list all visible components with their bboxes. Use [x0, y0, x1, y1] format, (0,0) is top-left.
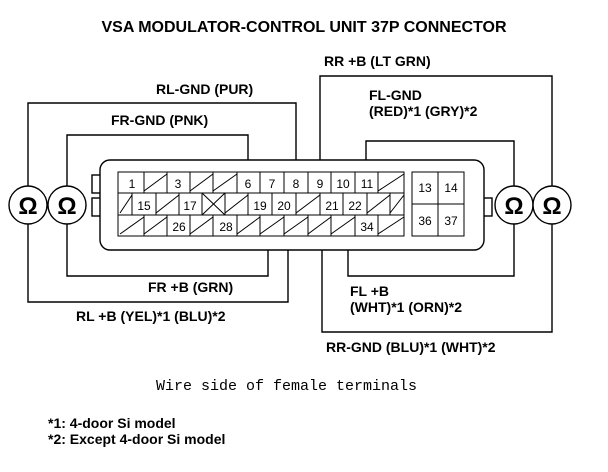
footnote-1: *1: 4-door Si model	[48, 415, 176, 431]
empty-slot-mark	[212, 173, 238, 192]
label-rl-b: RL +B (YEL)*1 (BLU)*2	[76, 308, 226, 324]
ohm-symbol: Ω	[18, 193, 37, 220]
pin-15: 15	[137, 199, 151, 213]
pin-9: 9	[317, 177, 324, 191]
label-fl-gnd-colors: (RED)*1 (GRY)*2	[369, 103, 478, 119]
empty-slot-mark	[377, 173, 405, 192]
empty-slot-mark	[366, 194, 391, 214]
wire-side-caption: Wire side of female terminals	[156, 378, 417, 395]
blocked-slot-mark	[201, 192, 226, 216]
empty-slot-mark	[119, 194, 133, 214]
pin-14: 14	[444, 181, 458, 195]
label-rr-gnd: RR-GND (BLU)*1 (WHT)*2	[326, 339, 496, 355]
ohm-meter-left-inner: Ω	[47, 185, 87, 225]
empty-slot-mark	[143, 173, 168, 192]
label-fl-b: FL +B	[350, 283, 389, 299]
connector-pin-cells	[119, 172, 405, 236]
pin-7: 7	[269, 177, 276, 191]
ohm-meter-left-outer: Ω	[8, 185, 48, 225]
pin-13: 13	[418, 181, 432, 195]
empty-slot-mark	[143, 216, 168, 235]
label-fl-b-colors: (WHT)*1 (ORN)*2	[350, 299, 462, 315]
empty-slot-mark	[189, 173, 214, 192]
pin-17: 17	[183, 199, 197, 213]
label-fr-b: FR +B (GRN)	[148, 279, 233, 295]
pin-20: 20	[277, 199, 291, 213]
wiring-lines	[27, 75, 553, 333]
empty-slot-mark	[189, 216, 214, 235]
pin-3: 3	[175, 177, 182, 191]
pin-22: 22	[348, 199, 362, 213]
pin-1: 1	[129, 177, 136, 191]
empty-slot-mark	[224, 194, 249, 214]
pin-11: 11	[361, 177, 374, 191]
footnote-2: *2: Except 4-door Si model	[48, 431, 225, 447]
ohm-symbol: Ω	[504, 193, 523, 220]
label-rr-b: RR +B (LT GRN)	[324, 53, 431, 69]
diagram-title: VSA MODULATOR-CONTROL UNIT 37P CONNECTOR	[101, 19, 507, 36]
pin-numbers: 1 3 6 7 8 9 10 11 15 17 19 20 21 22 26 2…	[129, 177, 458, 234]
pin-37: 37	[444, 214, 458, 228]
pin-8: 8	[293, 177, 300, 191]
empty-slot-mark	[307, 216, 332, 235]
empty-slot-mark	[330, 216, 356, 235]
empty-slot-mark	[236, 216, 261, 235]
empty-slot-mark	[119, 216, 145, 235]
ohm-meter-right-outer: Ω	[532, 185, 572, 225]
empty-slot-mark	[283, 216, 309, 235]
pin-21: 21	[325, 199, 339, 213]
label-fr-gnd: FR-GND (PNK)	[111, 112, 208, 128]
empty-slot-mark	[155, 194, 180, 214]
pin-19: 19	[253, 199, 267, 213]
pin-28: 28	[219, 220, 233, 234]
empty-slot-mark	[377, 216, 405, 235]
empty-slot-mark	[389, 194, 405, 214]
connector-37p	[91, 159, 493, 251]
empty-slot-mark	[259, 216, 285, 235]
pin-34: 34	[360, 220, 374, 234]
pin-10: 10	[336, 177, 350, 191]
pin-26: 26	[172, 220, 186, 234]
ohm-symbol: Ω	[57, 193, 76, 220]
pin-36: 36	[418, 214, 432, 228]
label-rl-gnd: RL-GND (PUR)	[156, 81, 253, 97]
empty-slot-mark	[295, 194, 321, 214]
ohm-meter-right-inner: Ω	[494, 185, 534, 225]
label-fl-gnd: FL-GND	[369, 87, 422, 103]
ohm-symbol: Ω	[542, 193, 561, 220]
pin-6: 6	[245, 177, 252, 191]
